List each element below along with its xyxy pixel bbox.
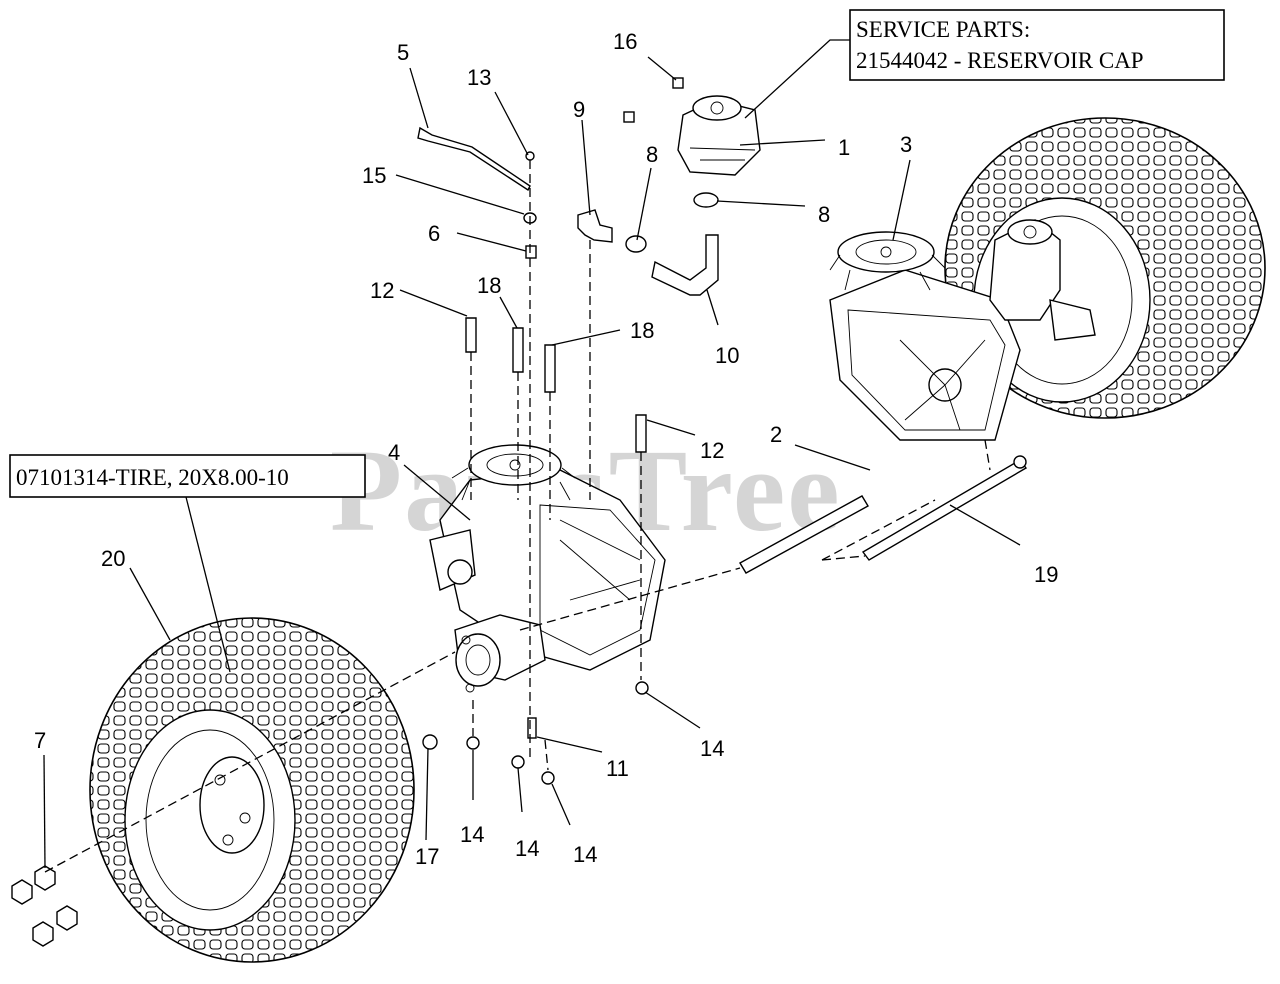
axle-rods	[739, 455, 1028, 574]
lower-fasteners	[11, 681, 649, 947]
callout-3: 3	[900, 132, 912, 157]
left-transaxle	[429, 444, 666, 693]
service-parts-box: SERVICE PARTS: 21544042 - RESERVOIR CAP	[849, 9, 1225, 81]
callout-17: 17	[415, 844, 439, 869]
reservoir	[677, 95, 761, 176]
tire-note-text: 07101314-TIRE, 20X8.00-10	[16, 465, 289, 490]
callout-8b: 8	[818, 202, 830, 227]
callout-15: 15	[362, 163, 386, 188]
leader-lines	[43, 39, 1021, 869]
callouts: 1 2 3 4 5 6 7 8 8 9 10 11 12 12 13 14 14…	[34, 29, 1058, 869]
callout-7: 7	[34, 728, 46, 753]
callout-12b: 12	[700, 438, 724, 463]
callout-13: 13	[467, 65, 491, 90]
callout-16: 16	[613, 29, 637, 54]
tire-note-box: 07101314-TIRE, 20X8.00-10	[9, 454, 366, 498]
callout-14d: 14	[700, 736, 724, 761]
control-arm	[417, 126, 647, 453]
left-wheel	[89, 617, 415, 963]
callout-11: 11	[606, 756, 629, 781]
callout-18b: 18	[630, 318, 654, 343]
callout-2: 2	[770, 422, 782, 447]
callout-6: 6	[428, 221, 440, 246]
right-transaxle	[829, 219, 1096, 441]
callout-19: 19	[1034, 562, 1058, 587]
callout-5: 5	[397, 40, 409, 65]
callout-4: 4	[388, 440, 400, 465]
hardware-small	[577, 77, 719, 296]
callout-1: 1	[838, 135, 850, 160]
callout-14c: 14	[573, 842, 597, 867]
assembly-lines	[44, 160, 991, 873]
callout-20: 20	[101, 546, 125, 571]
callout-12a: 12	[370, 278, 394, 303]
callout-14b: 14	[515, 836, 539, 861]
service-parts-heading: SERVICE PARTS:	[856, 17, 1030, 42]
callout-8a: 8	[646, 142, 658, 167]
callout-18a: 18	[477, 273, 501, 298]
callout-9: 9	[573, 97, 585, 122]
service-parts-item: 21544042 - RESERVOIR CAP	[856, 48, 1144, 73]
callout-14a: 14	[460, 822, 484, 847]
callout-10: 10	[715, 343, 739, 368]
